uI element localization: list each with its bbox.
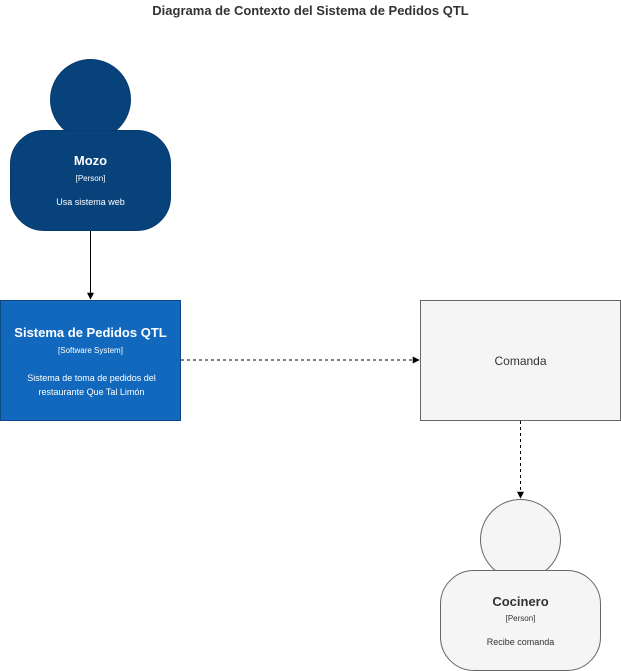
cocinero-person[interactable]: Cocinero [Person] Recibe comanda <box>440 570 601 671</box>
comanda-label: Comanda <box>494 353 547 368</box>
mozo-type: [Person] <box>75 174 106 183</box>
mozo-description: Usa sistema web <box>56 197 125 207</box>
mozo-person[interactable]: Mozo [Person] Usa sistema web <box>10 130 171 231</box>
cocinero-type: [Person] <box>505 614 536 623</box>
diagram-title: Diagrama de Contexto del Sistema de Pedi… <box>152 3 469 18</box>
system-description: Sistema de toma de pedidos del restauran… <box>27 373 156 397</box>
comanda-box[interactable]: Comanda <box>420 300 621 421</box>
system-box[interactable]: Sistema de Pedidos QTL [Software System]… <box>0 300 181 421</box>
system-name: Sistema de Pedidos QTL <box>14 325 167 340</box>
cocinero-name: Cocinero <box>492 594 549 609</box>
system-type: [Software System] <box>58 346 123 355</box>
mozo-name: Mozo <box>73 153 108 168</box>
cocinero-description: Recibe comanda <box>486 637 555 647</box>
cocinero-head <box>480 499 561 580</box>
mozo-head <box>50 59 131 140</box>
